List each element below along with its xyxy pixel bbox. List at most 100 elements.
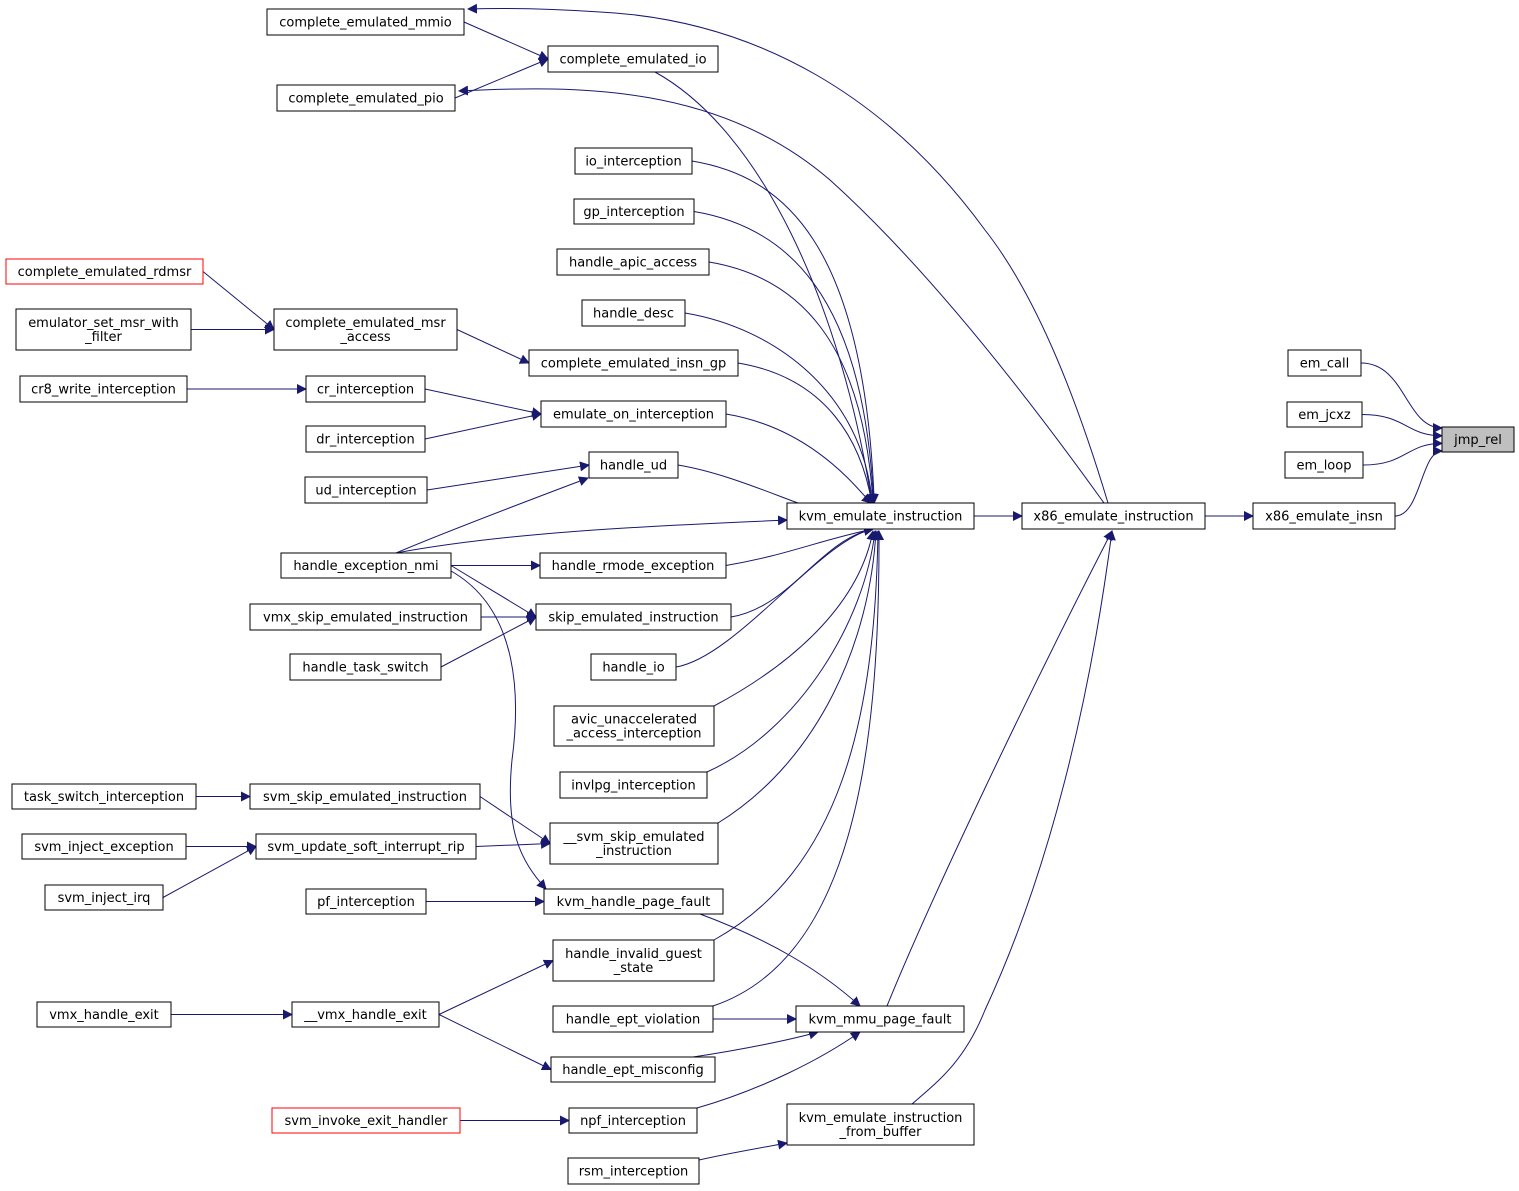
node-box (289, 653, 442, 681)
edge-layer (162, 3, 1443, 1161)
node-label: handle_ept_misconfig (562, 1063, 703, 1078)
node-invlpg_interception[interactable]: invlpg_interception (559, 771, 708, 799)
node-box (567, 1157, 700, 1185)
node-em_call[interactable]: em_call (1287, 349, 1362, 377)
edge-handle_task_switch-to-skip_emulated_instruction (440, 616, 537, 668)
node-box (11, 783, 197, 810)
node-svm_invoke_exit_handler[interactable]: svm_invoke_exit_handler (271, 1107, 461, 1134)
node-dr_interception[interactable]: dr_interception (305, 425, 426, 453)
node-svm_inject_exception[interactable]: svm_inject_exception (21, 833, 187, 860)
node-task_switch_interception[interactable]: task_switch_interception (11, 783, 197, 810)
node-handle_invalid_guest_state[interactable]: handle_invalid_guest_state (552, 939, 715, 982)
edge-dr_interception-to-emulate_on_interception (424, 411, 542, 440)
node-box (795, 1005, 965, 1033)
edge-avic_unaccelerated_access_interception-to-kvm_emulate_instruction (713, 530, 877, 707)
node-x86_emulate_insn[interactable]: x86_emulate_insn (1252, 502, 1396, 530)
edge-complete_emulated_pio-to-complete_emulated_io (454, 57, 549, 99)
node-box (36, 1001, 172, 1028)
node-box (1252, 502, 1396, 530)
edge-__vmx_handle_exit-to-handle_ept_misconfig (438, 1014, 552, 1071)
node-label: handle_apic_access (569, 256, 697, 271)
edge-handle_exception_nmi-to-handle_ud (395, 476, 589, 554)
node-complete_emulated_io[interactable]: complete_emulated_io (547, 45, 719, 73)
node-label: svm_inject_irq (58, 891, 151, 906)
edge-ud_interception-to-handle_ud (426, 461, 590, 491)
node-label: handle_desc (593, 307, 674, 322)
edge-complete_emulated_msr_access-to-complete_emulated_insn_gp (456, 329, 530, 364)
node-label: kvm_mmu_page_fault (809, 1013, 952, 1028)
edge-npf_interception-to-kvm_mmu_page_fault (696, 1031, 861, 1109)
node-vmx_skip_emulated_instruction[interactable]: vmx_skip_emulated_instruction (249, 603, 482, 631)
node-complete_emulated_msr_access[interactable]: complete_emulated_msr_access (273, 308, 458, 351)
node-label: jmp_rel (1453, 433, 1502, 448)
node-ud_interception[interactable]: ud_interception (304, 476, 428, 504)
node-kvm_emulate_instruction[interactable]: kvm_emulate_instruction (786, 502, 975, 530)
node-label: complete_emulated_io (559, 53, 706, 68)
edge-complete_emulated_mmio-to-complete_emulated_io (463, 21, 549, 60)
node-label: emulate_on_interception (553, 408, 714, 423)
node-em_jcxz[interactable]: em_jcxz (1286, 401, 1363, 428)
node-box (574, 147, 693, 175)
edge-handle_exception_nmi-to-kvm_emulate_instruction (395, 515, 788, 554)
node-handle_ud[interactable]: handle_ud (588, 451, 679, 479)
node-jmp_rel[interactable]: jmp_rel (1441, 426, 1515, 453)
node-emulate_on_interception[interactable]: emulate_on_interception (540, 400, 727, 428)
node-label: _instruction (595, 844, 672, 859)
node-label: _from_buffer (838, 1125, 922, 1140)
node-complete_emulated_pio[interactable]: complete_emulated_pio (276, 84, 456, 112)
node-box (305, 425, 426, 453)
node-skip_emulated_instruction[interactable]: skip_emulated_instruction (535, 603, 732, 631)
node-handle_exception_nmi[interactable]: handle_exception_nmi (280, 552, 452, 579)
node-kvm_handle_page_fault[interactable]: kvm_handle_page_fault (543, 888, 724, 915)
node-label: vmx_handle_exit (49, 1008, 159, 1023)
node-avic_unaccelerated_access_interception[interactable]: avic_unaccelerated_access_interception (553, 705, 715, 747)
node-handle_rmode_exception[interactable]: handle_rmode_exception (539, 552, 727, 579)
node-__svm_skip_emulated_instruction[interactable]: __svm_skip_emulated_instruction (549, 822, 719, 865)
node-box (249, 603, 482, 631)
node-label: rsm_interception (579, 1165, 689, 1180)
node-box (280, 552, 452, 579)
node-handle_apic_access[interactable]: handle_apic_access (556, 248, 710, 276)
node-box (550, 1056, 716, 1083)
node-box (547, 45, 719, 73)
node-cr8_write_interception[interactable]: cr8_write_interception (19, 375, 188, 403)
node-kvm_mmu_page_fault[interactable]: kvm_mmu_page_fault (795, 1005, 965, 1033)
node-x86_emulate_instruction[interactable]: x86_emulate_instruction (1021, 502, 1206, 530)
node-emulator_set_msr_with_filter[interactable]: emulator_set_msr_with_filter (15, 308, 192, 351)
node-em_loop[interactable]: em_loop (1284, 451, 1364, 479)
edge-__vmx_handle_exit-to-handle_invalid_guest_state (438, 959, 554, 1015)
node-vmx_handle_exit[interactable]: vmx_handle_exit (36, 1001, 172, 1028)
node-box (540, 400, 727, 428)
node-label: handle_ept_violation (566, 1013, 700, 1028)
node-box (590, 653, 677, 681)
node-complete_emulated_mmio[interactable]: complete_emulated_mmio (266, 8, 465, 36)
node-io_interception[interactable]: io_interception (574, 147, 693, 175)
edge-complete_emulated_io-to-kvm_emulate_instruction (654, 71, 876, 504)
node-pf_interception[interactable]: pf_interception (305, 888, 427, 915)
node-handle_ept_violation[interactable]: handle_ept_violation (552, 1005, 714, 1033)
node-npf_interception[interactable]: npf_interception (568, 1107, 698, 1134)
node-handle_task_switch[interactable]: handle_task_switch (289, 653, 442, 681)
node-handle_ept_misconfig[interactable]: handle_ept_misconfig (550, 1056, 716, 1083)
node-label: cr8_write_interception (31, 383, 176, 398)
node-svm_skip_emulated_instruction[interactable]: svm_skip_emulated_instruction (249, 783, 481, 810)
node-box (5, 258, 204, 285)
node-handle_desc[interactable]: handle_desc (581, 299, 686, 327)
node-label: _access_interception (565, 727, 701, 742)
node-label: invlpg_interception (571, 779, 695, 794)
node-box (1441, 426, 1515, 453)
node-box (15, 308, 192, 351)
node-cr_interception[interactable]: cr_interception (305, 375, 426, 403)
node-complete_emulated_rdmsr[interactable]: complete_emulated_rdmsr (5, 258, 204, 285)
node-svm_update_soft_interrupt_rip[interactable]: svm_update_soft_interrupt_rip (255, 833, 477, 860)
node-complete_emulated_insn_gp[interactable]: complete_emulated_insn_gp (528, 349, 739, 377)
node-label: _filter (84, 330, 122, 345)
node-rsm_interception[interactable]: rsm_interception (567, 1157, 700, 1185)
node-gp_interception[interactable]: gp_interception (573, 198, 695, 225)
node-label: svm_inject_exception (34, 840, 173, 855)
node-box (1286, 401, 1363, 428)
node-__vmx_handle_exit[interactable]: __vmx_handle_exit (291, 1001, 440, 1028)
node-svm_inject_irq[interactable]: svm_inject_irq (44, 884, 164, 911)
node-handle_io[interactable]: handle_io (590, 653, 677, 681)
node-kvm_emulate_instruction_from_buffer[interactable]: kvm_emulate_instruction_from_buffer (786, 1103, 975, 1146)
